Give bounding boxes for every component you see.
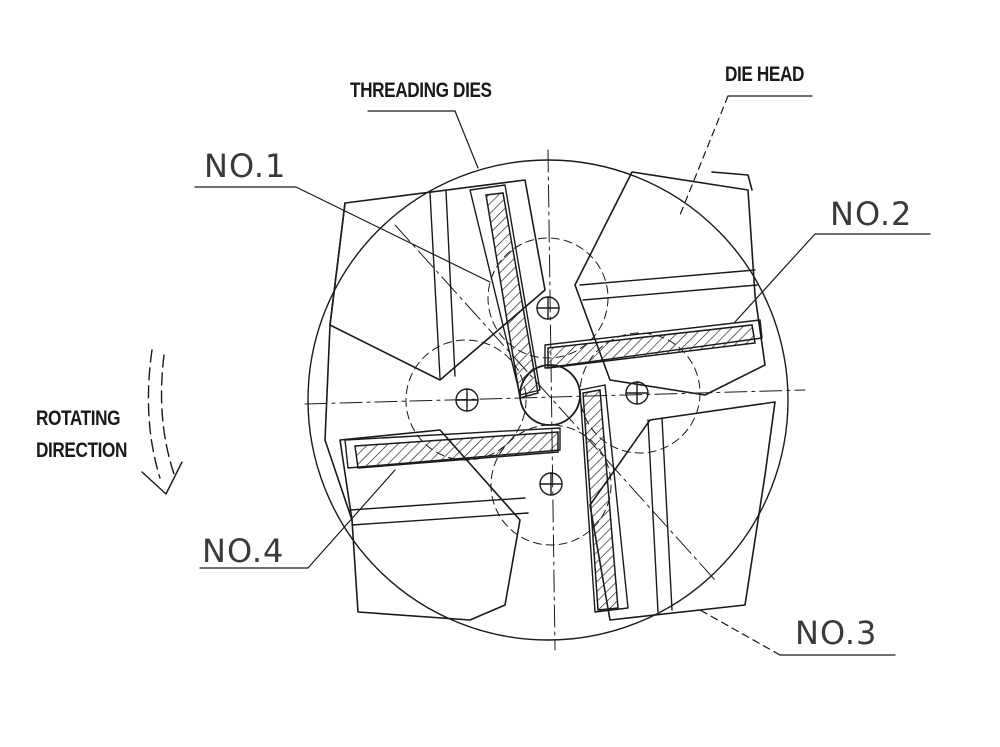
chaser-channels [344,184,763,613]
leader-lines [194,95,931,656]
label-no3: NO.3 [795,614,878,652]
label-rotating-line1: ROTATING [36,407,121,430]
rotating-direction-arrow-icon [141,349,183,495]
chaser-no2 [547,324,756,369]
die-head-circle [307,159,789,641]
chaser-no1 [485,192,539,399]
die-block-no2 [574,171,766,396]
label-no4: NO.4 [202,532,285,570]
label-rotating-line2: DIRECTION [36,439,128,462]
label-no1: NO.1 [204,147,287,185]
die-head-tab [711,171,753,191]
chaser-no4 [354,431,559,469]
label-die-head: DIE HEAD [725,63,805,86]
chaser-no3 [582,389,619,611]
pivot-pins [455,296,649,496]
label-no2: NO.2 [830,195,913,233]
die-block-no3 [589,401,776,621]
label-threading-dies: THREADING DIES [350,79,492,102]
center-lines [304,149,806,651]
head-left-section [324,202,353,521]
threading-chasers [354,192,756,611]
